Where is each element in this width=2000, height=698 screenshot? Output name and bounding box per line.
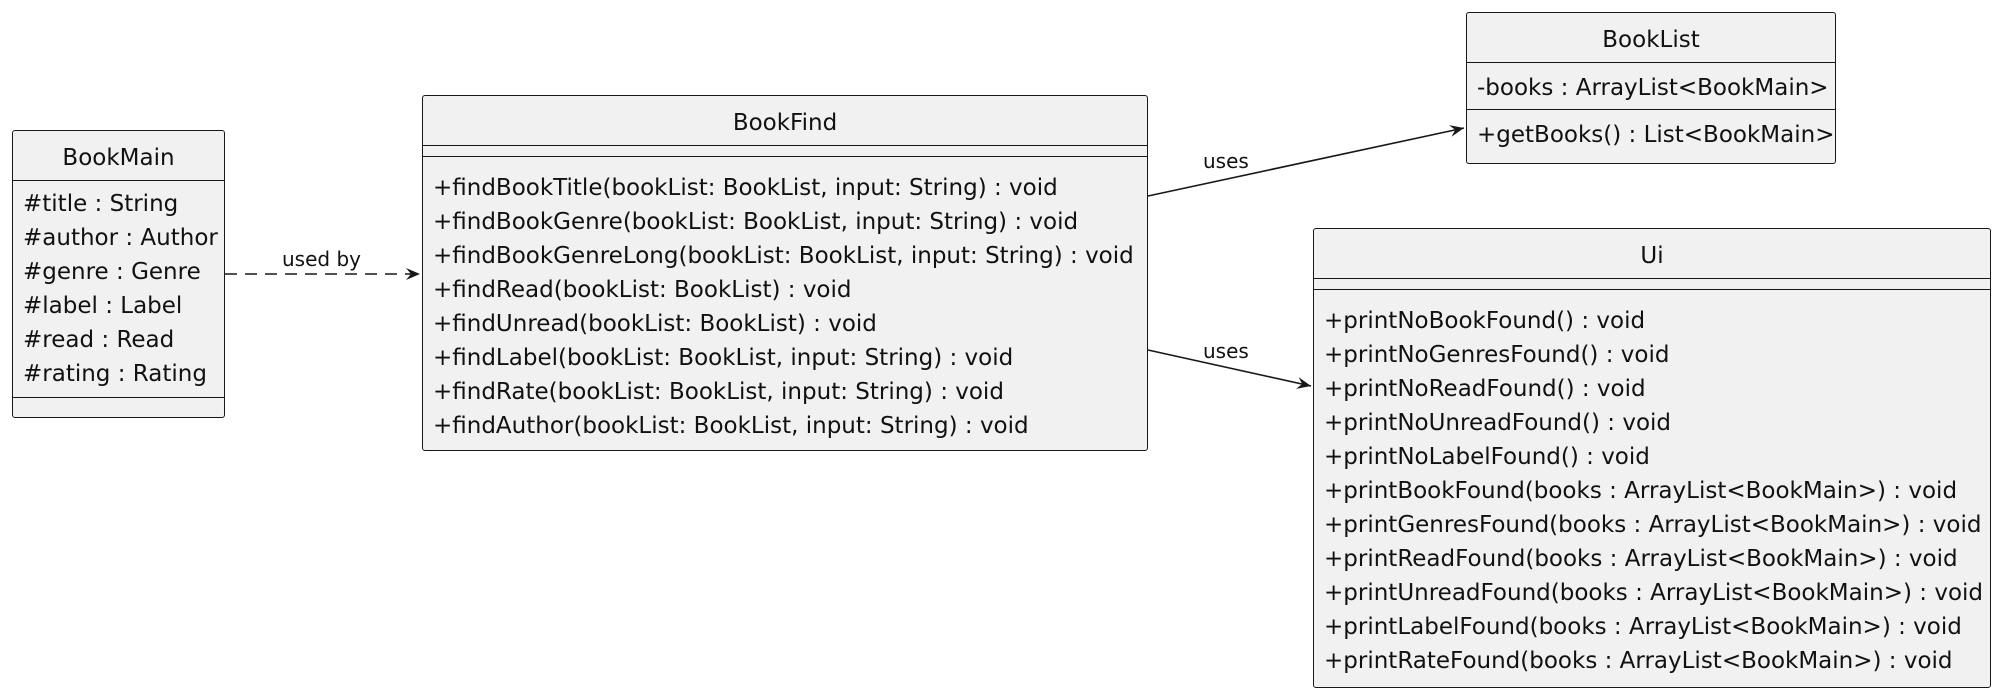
field: -books : ArrayList<BookMain> <box>1477 75 1829 101</box>
class-bookmain[interactable]: BookMain #title : String #author : Autho… <box>12 130 225 418</box>
edge-bookfind-ui <box>1147 349 1312 389</box>
edge-bookfind-booklist <box>1147 125 1465 197</box>
method: +printBookFound(books : ArrayList<BookMa… <box>1324 478 1958 504</box>
method: +getBooks() : List<BookMain> <box>1477 122 1835 148</box>
methods-section: +findBookTitle(bookList: BookList, input… <box>423 157 1147 449</box>
method: +printNoBookFound() : void <box>1324 308 1646 334</box>
method: +printNoGenresFound() : void <box>1324 342 1670 368</box>
edge-label-used-by: used by <box>282 247 361 271</box>
method: +findUnread(bookList: BookList) : void <box>433 311 877 337</box>
method: +printNoReadFound() : void <box>1324 376 1646 402</box>
edge-label-uses-booklist: uses <box>1203 149 1249 173</box>
field: #author : Author <box>23 225 218 251</box>
class-ui[interactable]: Ui +printNoBookFound() : void +printNoGe… <box>1313 228 1991 688</box>
field: #genre : Genre <box>23 259 201 285</box>
method: +findRate(bookList: BookList, input: Str… <box>433 379 1004 405</box>
method: +findRead(bookList: BookList) : void <box>433 277 852 303</box>
methods-section: +getBooks() : List<BookMain> <box>1467 110 1835 158</box>
method: +findAuthor(bookList: BookList, input: S… <box>433 413 1029 439</box>
field: #rating : Rating <box>23 361 207 387</box>
method: +printNoUnreadFound() : void <box>1324 410 1672 436</box>
methods-section <box>13 398 224 408</box>
class-name: Ui <box>1314 229 1990 279</box>
fields-section: -books : ArrayList<BookMain> <box>1467 63 1835 110</box>
class-name: BookMain <box>13 131 224 181</box>
method: +printUnreadFound(books : ArrayList<Book… <box>1324 580 1984 606</box>
method: +findLabel(bookList: BookList, input: St… <box>433 345 1014 371</box>
method: +printReadFound(books : ArrayList<BookMa… <box>1324 546 1958 572</box>
method: +findBookTitle(bookList: BookList, input… <box>433 175 1058 201</box>
fields-section <box>423 146 1147 157</box>
fields-section: #title : String #author : Author #genre … <box>13 181 224 398</box>
method: +findBookGenre(bookList: BookList, input… <box>433 209 1079 235</box>
method: +printNoLabelFound() : void <box>1324 444 1650 470</box>
method: +printRateFound(books : ArrayList<BookMa… <box>1324 648 1953 674</box>
method: +findBookGenreLong(bookList: BookList, i… <box>433 243 1134 269</box>
field: #label : Label <box>23 293 183 319</box>
edge-label-uses-ui: uses <box>1203 339 1249 363</box>
method: +printGenresFound(books : ArrayList<Book… <box>1324 512 1982 538</box>
method: +printLabelFound(books : ArrayList<BookM… <box>1324 614 1962 640</box>
methods-section: +printNoBookFound() : void +printNoGenre… <box>1314 290 1990 684</box>
field: #read : Read <box>23 327 175 353</box>
field: #title : String <box>23 191 179 217</box>
class-booklist[interactable]: BookList -books : ArrayList<BookMain> +g… <box>1466 12 1836 164</box>
fields-section <box>1314 279 1990 290</box>
class-name: BookList <box>1467 13 1835 63</box>
class-bookfind[interactable]: BookFind +findBookTitle(bookList: BookLi… <box>422 95 1148 451</box>
class-name: BookFind <box>423 96 1147 146</box>
